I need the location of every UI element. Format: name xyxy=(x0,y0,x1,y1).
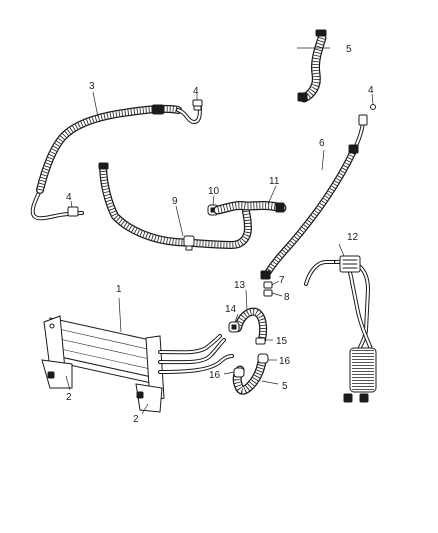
callout-5-top: 5 xyxy=(346,44,352,55)
callout-1: 1 xyxy=(116,284,122,295)
fitting-part-4-b[interactable] xyxy=(192,94,203,107)
callout-2-right: 2 xyxy=(133,414,139,425)
callout-16-left: 16 xyxy=(209,370,221,381)
callout-4-right: 4 xyxy=(368,85,374,96)
callout-11: 11 xyxy=(269,176,280,187)
cooler-line-assembly-part-12[interactable] xyxy=(304,243,377,403)
callout-16-right: 16 xyxy=(279,356,291,367)
callout-15: 15 xyxy=(276,336,288,347)
return-hose-part-9[interactable] xyxy=(98,162,252,251)
callout-13: 13 xyxy=(234,280,246,291)
callout-2-left: 2 xyxy=(66,392,72,403)
pressure-hose-part-6[interactable] xyxy=(260,114,368,280)
clamp-part-16-left[interactable] xyxy=(223,367,245,378)
callout-3: 3 xyxy=(89,81,95,92)
callout-6: 6 xyxy=(319,138,325,149)
fitting-part-8[interactable] xyxy=(263,289,283,297)
bracket-part-2-left[interactable] xyxy=(65,375,71,391)
hose-part-13[interactable] xyxy=(234,289,268,344)
callout-4-left: 4 xyxy=(66,192,72,203)
fitting-part-4-a[interactable] xyxy=(67,200,79,217)
clamp-part-14[interactable] xyxy=(228,313,240,333)
callout-14: 14 xyxy=(225,304,237,315)
fitting-part-15[interactable] xyxy=(255,337,273,345)
callout-4-mid: 4 xyxy=(193,86,199,97)
callout-5-bottom: 5 xyxy=(282,381,288,392)
fitting-part-4-c[interactable] xyxy=(370,93,376,110)
clamp-part-16-right[interactable] xyxy=(257,353,277,364)
hose-part-11[interactable] xyxy=(213,185,287,215)
callout-7: 7 xyxy=(279,275,285,286)
callout-12: 12 xyxy=(347,232,359,243)
bracket-part-2-right[interactable] xyxy=(141,403,149,415)
callout-9: 9 xyxy=(172,196,178,207)
fitting-part-7[interactable] xyxy=(263,280,280,289)
callout-10: 10 xyxy=(208,186,220,197)
callout-8: 8 xyxy=(284,292,290,303)
power-steering-cooler-part-1[interactable] xyxy=(41,297,234,413)
hose-part-5-top[interactable] xyxy=(297,29,330,103)
